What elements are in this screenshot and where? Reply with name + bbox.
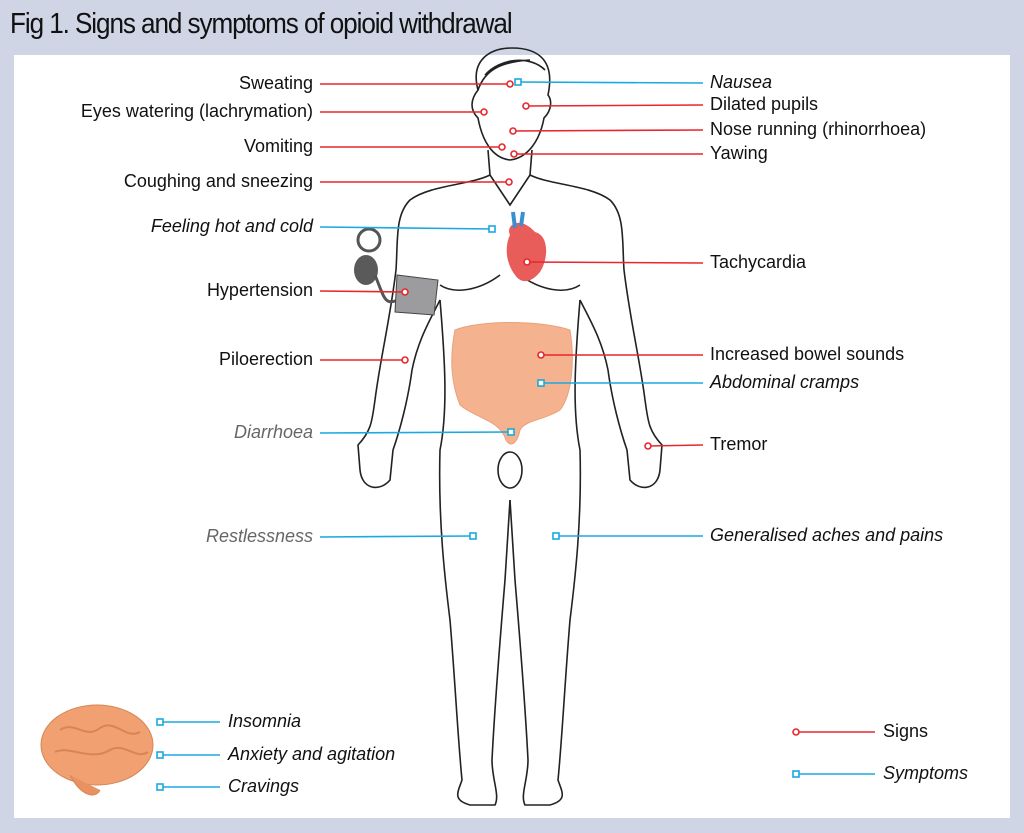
body-outline: [357, 47, 663, 806]
label-right_labels-7-text: Tremor: [710, 434, 768, 454]
label-left_labels-7-text: Diarrhoea: [233, 422, 313, 442]
right-5-marker: [537, 351, 545, 359]
left-4-marker: [488, 225, 496, 233]
label-right_labels-4-text: Tachycardia: [710, 252, 807, 272]
label-right_labels-8-text: Generalised aches and pains: [710, 525, 944, 545]
left-5-leader-line: [319, 290, 406, 293]
right-2-leader-line: [512, 129, 704, 132]
right-1-marker: [522, 102, 530, 110]
right-8-marker: [552, 532, 560, 540]
right-2-marker: [509, 127, 517, 135]
left-5-marker: [401, 288, 409, 296]
right-0-marker: [514, 78, 522, 86]
label-left_labels-4-text: Feeling hot and cold: [150, 216, 313, 236]
label-left_labels-0-text: Sweating: [238, 73, 313, 93]
brain-1-marker: [156, 751, 164, 759]
left-2-marker: [498, 143, 506, 151]
blood-pressure-cuff: [354, 227, 439, 316]
left-3-marker: [505, 178, 513, 186]
label-right_labels-5-text: Increased bowel sounds: [710, 344, 905, 364]
right-7-leader-line: [647, 444, 704, 447]
left-0-marker: [506, 80, 514, 88]
brain-label-1: Anxiety and agitation: [228, 744, 396, 764]
label-right_labels-6-text: Abdominal cramps: [710, 372, 860, 392]
heart-illustration: [506, 211, 547, 282]
right-0-leader-line: [517, 81, 704, 84]
left-8-leader-line: [319, 535, 474, 538]
label-right_labels-1-text: Dilated pupils: [710, 94, 819, 114]
label-left_labels-6-text: Piloerection: [218, 349, 313, 369]
label-left_labels-5-text: Hypertension: [206, 280, 313, 300]
label-left_labels-8-text: Restlessness: [205, 526, 313, 546]
legend-symptom-label: Symptoms: [883, 763, 969, 783]
label-left_labels-3-text: Coughing and sneezing: [123, 171, 313, 191]
brain-0-marker: [156, 718, 164, 726]
label-left_labels-2-text: Vomiting: [243, 136, 313, 156]
left-1-marker: [480, 108, 488, 116]
left-4-leader-line: [319, 226, 493, 230]
right-4-leader-line: [526, 261, 704, 264]
legend-symptom-marker: [792, 770, 800, 778]
label-right_labels-0-text: Nausea: [710, 72, 773, 92]
right-3-marker: [510, 150, 518, 158]
brain-label-0: Insomnia: [228, 711, 302, 731]
brain-2-marker: [156, 783, 164, 791]
right-1-leader-line: [525, 104, 704, 107]
left-7-leader-line: [319, 431, 512, 434]
right-7-marker: [644, 442, 652, 450]
left-7-marker: [507, 428, 515, 436]
legend-sign-marker: [792, 728, 800, 736]
legend-sign-label: Signs: [883, 721, 929, 741]
right-4-marker: [523, 258, 531, 266]
label-left_labels-1-text: Eyes watering (lachrymation): [80, 101, 313, 121]
left-6-marker: [401, 356, 409, 364]
figure-title: Fig 1. Signs and symptoms of opioid with…: [10, 8, 513, 40]
label-right_labels-3-text: Yawing: [710, 143, 768, 163]
brain-label-2: Cravings: [228, 776, 300, 796]
left-8-marker: [469, 532, 477, 540]
brain-illustration: [40, 704, 154, 796]
right-6-marker: [537, 379, 545, 387]
label-right_labels-2-text: Nose running (rhinorrhoea): [710, 119, 927, 139]
